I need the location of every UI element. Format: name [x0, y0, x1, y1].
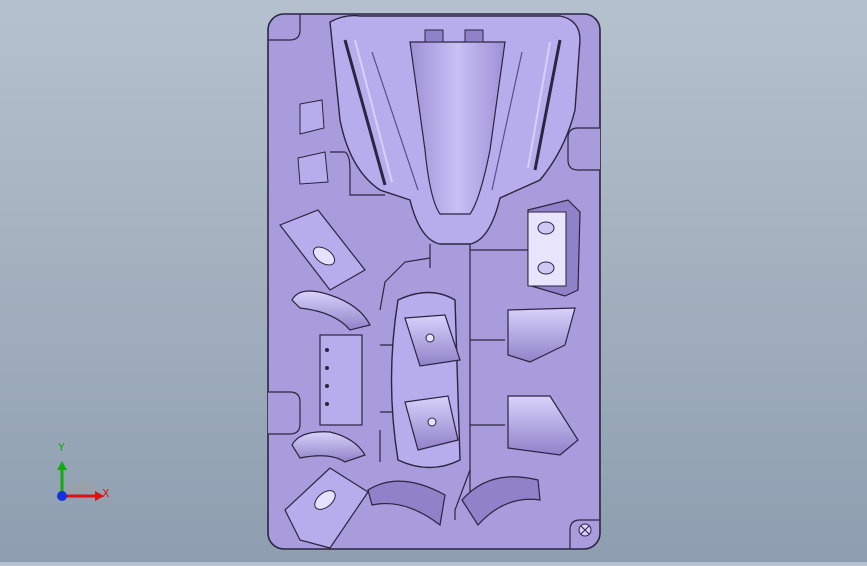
curved-part-left-top[interactable]: [291, 290, 371, 331]
left-slide-holes: [325, 348, 329, 406]
hood-rib-left: [343, 39, 387, 186]
left-pocket-top[interactable]: [279, 209, 366, 291]
axis-triad: X Y: [40, 430, 130, 520]
hood-rib-right-inner: [527, 41, 551, 169]
hood-part[interactable]: [409, 41, 506, 215]
curved-part-left-bottom[interactable]: [291, 431, 366, 463]
right-box-insert[interactable]: [527, 199, 581, 297]
bottom-handle-right[interactable]: [461, 476, 541, 526]
left-pocket-bottom[interactable]: [284, 467, 369, 549]
plate-notch-left: [268, 391, 301, 435]
y-axis-label: Y: [58, 441, 65, 454]
hood-clip-1: [424, 29, 444, 43]
hood-channel: [371, 51, 523, 191]
right-part-lower[interactable]: [507, 395, 579, 456]
hood-rib-right: [533, 39, 562, 171]
z-axis-dot: [57, 491, 67, 501]
left-clip-lower[interactable]: [297, 151, 329, 185]
plate-notch-bottom-right: [569, 519, 600, 549]
center-pin-1: [425, 333, 435, 343]
center-pin-2: [427, 417, 437, 427]
hood-clip-2: [464, 29, 484, 43]
triad-graphic: [57, 461, 104, 501]
runner-system: [330, 151, 530, 520]
plate-notch-top-left: [268, 14, 301, 41]
x-axis-label: X: [102, 487, 110, 500]
plate-notch-right: [567, 127, 600, 171]
x-axis-head: [95, 491, 104, 501]
right-part-upper[interactable]: [507, 307, 576, 363]
y-axis-head: [57, 461, 67, 470]
corner-screw: [578, 523, 592, 537]
triad-shadow: [62, 481, 100, 496]
hood-rib-left-inner: [354, 39, 393, 183]
left-clip-upper[interactable]: [299, 99, 325, 135]
bottom-handle-left[interactable]: [367, 480, 446, 527]
